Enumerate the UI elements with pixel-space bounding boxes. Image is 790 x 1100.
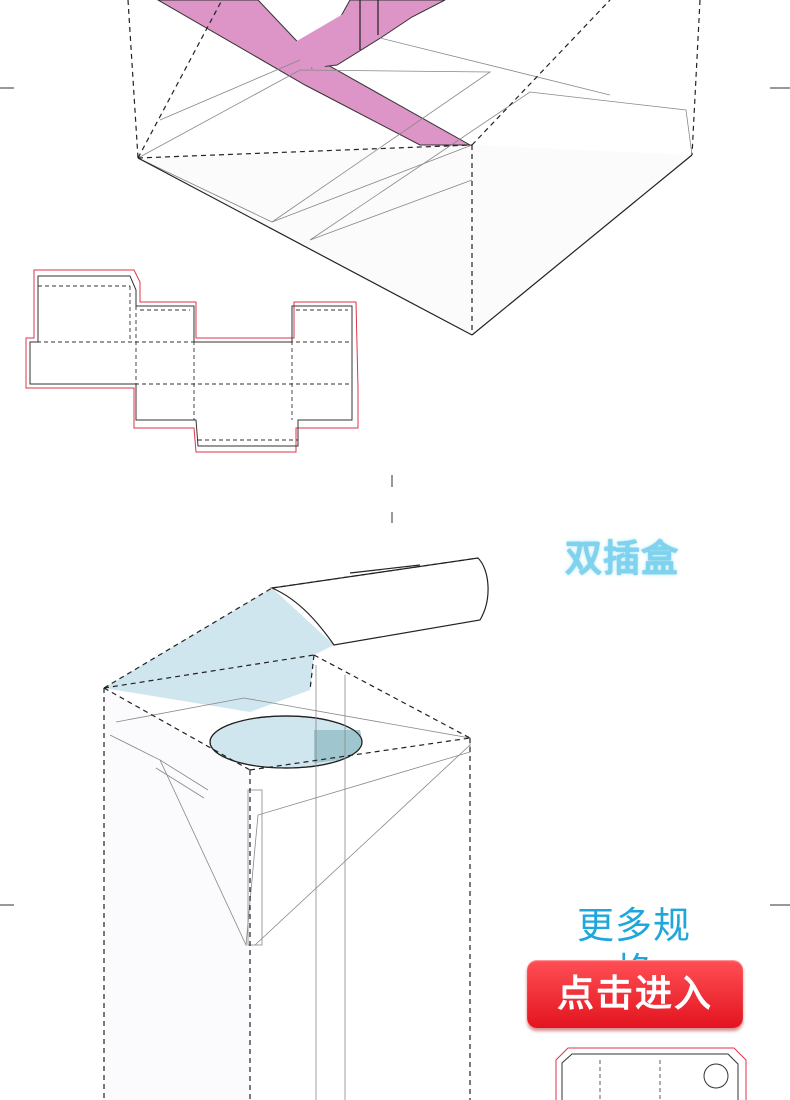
box-type-label: 双插盒 — [565, 537, 679, 580]
enter-button[interactable]: 点击进入 — [527, 960, 743, 1028]
open-box-illustration — [127, 0, 701, 336]
dieline-thumbnail — [555, 1047, 747, 1100]
tuck-box-illustration — [103, 557, 489, 1100]
flat-dieline-diagram — [25, 269, 359, 453]
crop-marks — [0, 87, 790, 906]
more-specs-label: 更多规格 — [577, 904, 691, 993]
